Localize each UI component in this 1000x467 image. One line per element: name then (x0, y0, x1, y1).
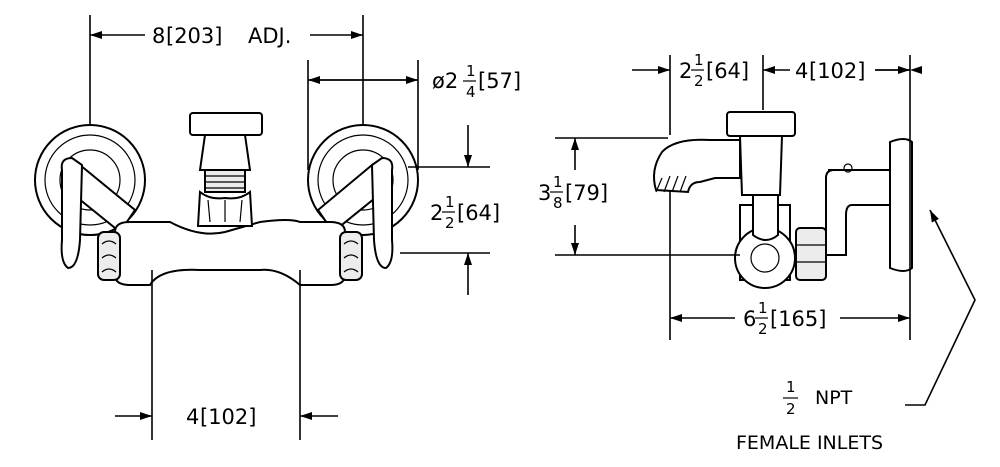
dimension-side-height: 3 1 8 [79] (538, 137, 740, 256)
dim-center-whole: 8 (152, 24, 165, 48)
inlet-note: 1 2 NPT FEMALE INLETS (736, 378, 883, 454)
dim-side-height-num: 1 (553, 173, 563, 191)
dim-flange-metric: [57] (478, 69, 521, 93)
dim-side-top-right-whole: 4 (795, 59, 808, 83)
side-wall-flange (889, 138, 913, 272)
dim-front-height-den: 2 (445, 214, 455, 232)
dim-side-length-metric: [165] (770, 307, 826, 331)
dim-side-top-right-metric: [102] (809, 59, 865, 83)
side-top-cap (726, 111, 796, 137)
side-spout (653, 138, 741, 194)
dim-front-height-num: 1 (445, 193, 455, 211)
dim-flange-num: 1 (466, 62, 476, 80)
dim-side-top-left-num: 1 (694, 51, 704, 69)
top-cap (189, 112, 263, 227)
dim-side-height-whole: 3 (538, 181, 551, 205)
dimension-front-height: 2 1 2 [64] (400, 125, 500, 295)
dimension-side-projection: 4 [102] (795, 55, 922, 340)
dimension-side-length: 6 1 2 [165] (669, 190, 910, 340)
right-lever-handle[interactable] (370, 156, 394, 270)
dim-front-height-metric: [64] (457, 201, 500, 225)
dim-side-top-left-whole: 2 (679, 59, 692, 83)
dim-side-top-left-metric: [64] (706, 59, 749, 83)
note-line1: NPT (815, 387, 853, 409)
dim-flange-prefix: ø2 (432, 69, 458, 93)
left-lever-handle[interactable] (60, 156, 84, 270)
dim-bottom-metric: [102] (200, 405, 256, 429)
note-line2: FEMALE INLETS (736, 432, 883, 454)
dim-side-length-num: 1 (758, 299, 768, 317)
side-hex-nut (795, 227, 827, 281)
dimension-outlet-spacing: 4 [102] (115, 270, 338, 440)
front-view: 8 [203] ADJ. ø2 1 4 [57] 2 1 2 [64] (34, 15, 521, 440)
dim-side-height-den: 8 (553, 194, 563, 212)
faucet-body (114, 219, 346, 286)
dim-side-height-metric: [79] (565, 181, 608, 205)
dim-front-height-whole: 2 (430, 201, 443, 225)
dimension-center-spacing: 8 [203] ADJ. (89, 15, 364, 125)
dimension-side-spout: 2 1 2 [64] (632, 51, 790, 135)
dim-side-length-den: 2 (758, 320, 768, 338)
dim-center-metric: [203] (166, 24, 222, 48)
right-knurled-nut (339, 231, 363, 281)
side-view: 2 1 2 [64] 4 [102] 3 1 8 [79] (538, 51, 976, 454)
left-knurled-nut (97, 231, 121, 281)
dim-flange-den: 4 (466, 83, 476, 101)
dimension-flange-diameter: ø2 1 4 [57] (307, 60, 521, 170)
inlet-note-leader (905, 209, 976, 406)
dim-side-top-left-den: 2 (694, 72, 704, 90)
dim-side-length-whole: 6 (743, 307, 756, 331)
side-inlet-pipe (825, 169, 891, 256)
dim-center-suffix: ADJ. (248, 24, 291, 48)
note-num: 1 (786, 378, 796, 396)
note-den: 2 (786, 400, 796, 418)
dim-bottom-whole: 4 (186, 405, 199, 429)
